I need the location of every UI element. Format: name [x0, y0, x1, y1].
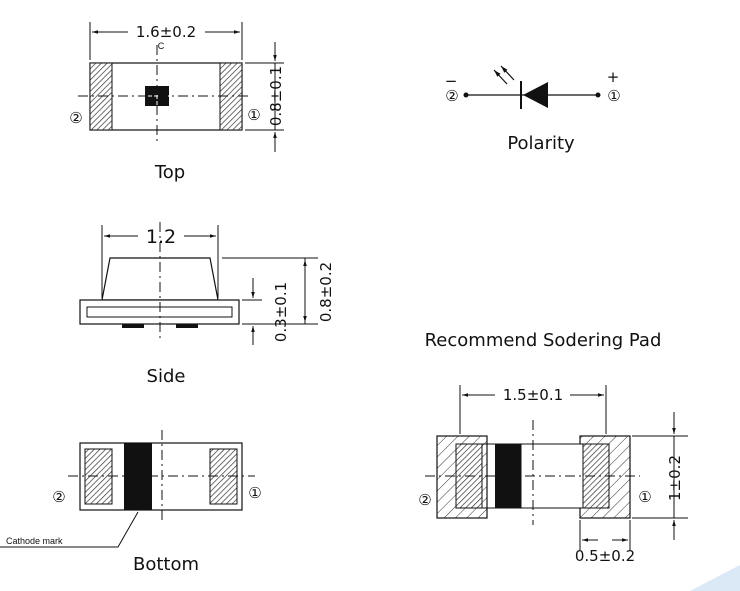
top-pin-2: ②	[69, 109, 82, 127]
polarity-title: Polarity	[507, 133, 575, 154]
diode-triangle-icon	[523, 82, 548, 108]
top-width-dimension: 1.6±0.2	[136, 23, 196, 41]
bottom-view: ② ① Cathode mark Bottom	[0, 430, 262, 575]
polarity-pin-1: ①	[607, 87, 620, 105]
polarity-symbol: − + ② ① Polarity	[445, 65, 621, 154]
side-view-title: Side	[147, 366, 186, 387]
bottom-pin-1: ①	[248, 484, 261, 502]
solder-pad-view: Recommend Sodering Pad 1.5±0.1 1±0.2 0.5…	[418, 330, 688, 565]
bottom-pin-2: ②	[52, 488, 65, 506]
polarity-minus: −	[445, 72, 458, 90]
top-centerline-mark: C	[158, 41, 165, 51]
top-view: 1.6±0.2 C 0.8±0.1 ② ① Top	[69, 22, 285, 183]
pad-pin-1: ①	[638, 488, 651, 506]
pad-title: Recommend Sodering Pad	[425, 330, 662, 351]
bottom-view-title: Bottom	[133, 554, 199, 575]
light-emission-arrow-icon	[493, 69, 508, 85]
top-view-title: Top	[154, 162, 185, 183]
cathode-mark-label: Cathode mark	[6, 536, 63, 546]
pad-height-dimension: 1±0.2	[666, 455, 684, 501]
corner-decoration	[690, 565, 740, 591]
pad-width-dimension: 1.5±0.1	[503, 386, 563, 404]
polarity-pin-2: ②	[445, 87, 458, 105]
top-height-dimension: 0.8±0.1	[267, 66, 285, 126]
side-height-dimension: 0.8±0.2	[317, 262, 335, 322]
side-view: 1.2 0.8±0.2 0.3±0.1 Side	[79, 222, 335, 387]
cathode-leader-line	[0, 511, 139, 548]
pad-size-dimension: 0.5±0.2	[575, 547, 635, 565]
polarity-plus: +	[607, 68, 620, 86]
side-width-dimension: 1.2	[146, 226, 176, 248]
side-base-dimension: 0.3±0.1	[272, 282, 290, 342]
pad-pin-2: ②	[418, 491, 431, 509]
top-pin-1: ①	[247, 106, 260, 124]
